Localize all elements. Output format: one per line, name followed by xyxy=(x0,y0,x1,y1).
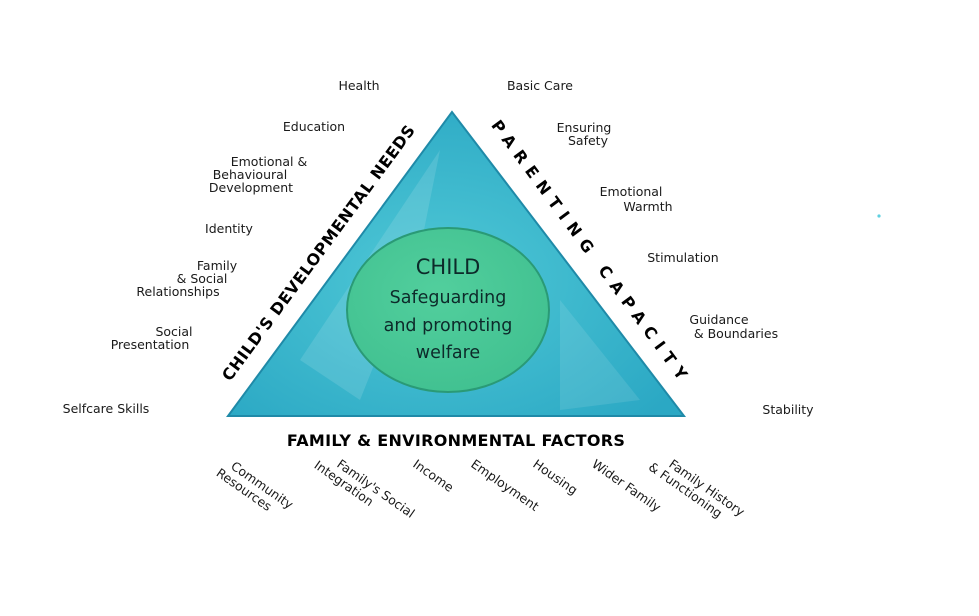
left-factors: Health Education Emotional & Behavioural… xyxy=(63,78,380,416)
bottom-item: Employment xyxy=(468,456,542,514)
bottom-item: Family History & Functioning xyxy=(646,448,751,534)
center-title: CHILD xyxy=(416,255,481,279)
bottom-item: Family's Social Integration xyxy=(312,446,421,535)
right-item: Guidance & Boundaries xyxy=(689,312,778,341)
center-line-3: welfare xyxy=(416,343,480,363)
bottom-item: Housing xyxy=(530,456,580,497)
right-factors: Basic Care Ensuring Safety Emotional War… xyxy=(507,78,814,417)
left-item: Selfcare Skills xyxy=(63,401,150,416)
right-item: Ensuring Safety xyxy=(557,120,616,148)
bottom-factors: Community Resources Family's Social Inte… xyxy=(214,446,751,535)
bottom-item: Income xyxy=(410,456,457,495)
child-circle xyxy=(346,227,550,393)
left-item: Education xyxy=(283,119,345,134)
right-item: Stimulation xyxy=(647,250,718,265)
left-item: Family & Social Relationships xyxy=(136,258,241,299)
left-item: Emotional & Behavioural Development xyxy=(209,154,311,195)
triangle-highlight-right xyxy=(560,300,640,410)
right-item: Basic Care xyxy=(507,78,573,93)
decorative-dot xyxy=(877,214,881,218)
left-item: Identity xyxy=(205,221,254,236)
side-title-bottom: FAMILY & ENVIRONMENTAL FACTORS xyxy=(287,431,625,450)
bottom-item: Community Resources xyxy=(214,454,300,526)
right-item: Emotional Warmth xyxy=(600,184,673,214)
center-line-2: and promoting xyxy=(384,316,513,336)
left-item: Social Presentation xyxy=(111,324,197,352)
right-item: Stability xyxy=(762,402,814,417)
left-item: Health xyxy=(338,78,379,93)
center-line-1: Safeguarding xyxy=(390,288,507,308)
